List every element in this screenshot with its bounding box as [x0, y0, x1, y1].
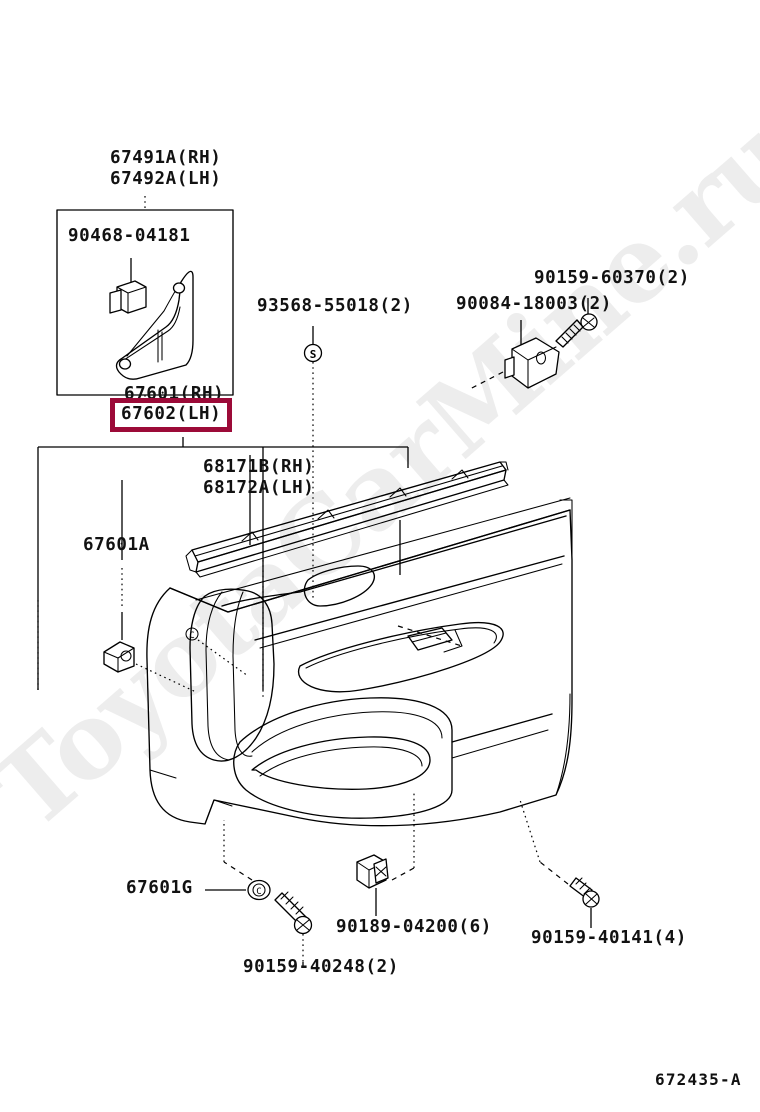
screw-90159-60370-art: [555, 298, 598, 348]
svg-text:C: C: [189, 631, 194, 641]
clip-90468-art: [109, 280, 147, 314]
bracket-90084-art: [467, 320, 560, 391]
garnish-part-art: [115, 270, 194, 380]
screw-90159-40248-art: [274, 891, 313, 968]
label-screw-90159-60370: 90159-60370(2): [534, 268, 690, 288]
label-screw-90159-40141: 90159-40141(4): [531, 928, 687, 948]
screw-93568-art: S: [303, 326, 323, 600]
door-trim-board-art: C: [146, 497, 573, 827]
clip-67601a-art: [103, 480, 197, 693]
label-clip-90189-04200: 90189-04200(6): [336, 917, 492, 937]
label-garnish-lh: 67492A(LH): [110, 169, 222, 189]
label-clip-67601a: 67601A: [83, 535, 150, 555]
belt-moulding-art: [185, 461, 509, 578]
label-screw-90159-40248: 90159-40248(2): [243, 957, 399, 977]
clip-90189-04200-art: [356, 790, 415, 916]
svg-text:S: S: [310, 348, 317, 361]
highlighted-part-number[interactable]: 67602(LH): [110, 398, 233, 432]
label-clip-90468: 90468-04181: [68, 226, 191, 246]
plug-67601g-art: C: [205, 820, 271, 901]
label-belt-moulding-rh: 68171B(RH): [203, 457, 315, 477]
svg-text:C: C: [256, 887, 261, 897]
label-plug-67601g: 67601G: [126, 878, 193, 898]
label-screw-93568: 93568-55018(2): [257, 296, 413, 316]
label-belt-moulding-lh: 68172A(LH): [203, 478, 315, 498]
diagram-code: 672435-A: [655, 1070, 742, 1089]
part-tree-connector: [37, 437, 409, 700]
label-bracket-90084: 90084-18003(2): [456, 294, 612, 314]
screw-90159-40141-art: [519, 799, 600, 928]
label-garnish-rh: 67491A(RH): [110, 148, 222, 168]
